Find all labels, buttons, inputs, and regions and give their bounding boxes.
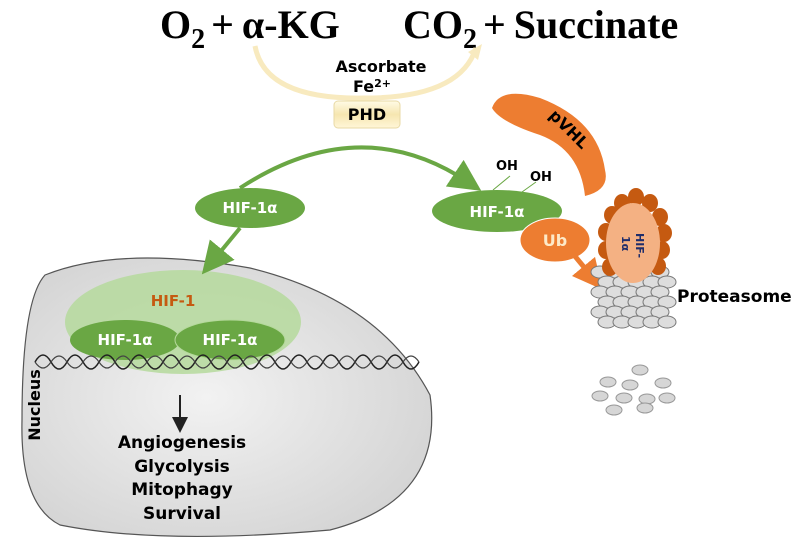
outcomes-list: Angiogenesis Glycolysis Mitophagy Surviv…: [118, 433, 246, 524]
degradation-arrow: [571, 253, 603, 290]
hif1a-in-proteasome: HIF- 1α: [598, 188, 672, 283]
peptide-fragment: [615, 392, 633, 404]
peptide-fragment: [621, 379, 639, 391]
degraded-peptides: [591, 364, 676, 416]
oh-bond-2: [521, 181, 537, 193]
peptide-fragment: [636, 402, 654, 414]
outcome-mitophagy: Mitophagy: [131, 480, 233, 500]
hif1a-hydroxylated: [432, 190, 562, 232]
curl: [652, 208, 668, 226]
hif1a-free: [195, 188, 305, 228]
oh-label-2: OH: [530, 170, 552, 185]
hif1-label: HIF-1: [151, 292, 196, 310]
nuclear-translocation-arrow: [201, 226, 242, 275]
dna-strand-2: [34, 355, 420, 369]
reaction-substrates: O2+α-KG: [160, 2, 340, 55]
oh-bond-1: [492, 175, 511, 191]
iron-label: Fe2+: [353, 77, 391, 96]
peptide-fragment: [654, 377, 672, 389]
ascorbate-label: Ascorbate: [335, 57, 426, 76]
peptide-fragment: [605, 404, 623, 416]
reaction-arc-arrowhead: [468, 44, 482, 60]
outcome-glycolysis: Glycolysis: [134, 457, 230, 477]
pvhl-shape: [492, 93, 606, 196]
peptide-fragment: [599, 376, 617, 388]
hif1a-subunit-2: [174, 319, 286, 361]
hif1a-free-label: HIF-1α: [223, 199, 278, 217]
proteasome-substrate-label-1: HIF-: [633, 233, 646, 258]
curl: [656, 224, 672, 242]
outcome-survival: Survival: [143, 504, 221, 524]
hydroxylation-arrow: [238, 145, 482, 191]
curl: [628, 188, 644, 206]
proteasome-substrate-label-2: 1α: [619, 236, 632, 252]
oh-label-1: OH: [496, 159, 518, 174]
hif1a-subunit-2-label: HIF-1α: [203, 331, 258, 349]
hif1a-subunit-1-label: HIF-1α: [98, 331, 153, 349]
hif1-complex: [65, 270, 301, 374]
reaction-products: CO2+Succinate: [403, 2, 678, 55]
phd-box: [333, 100, 401, 129]
proteasome-subunit: [657, 315, 677, 329]
peptide-fragment: [658, 392, 676, 404]
proteasome-label: Proteasome: [677, 287, 792, 307]
hif1a-subunit-1: [70, 320, 180, 360]
peptide-fragment: [591, 390, 609, 402]
curl: [642, 194, 658, 212]
hif1a-hydroxylated-label: HIF-1α: [470, 203, 525, 221]
peptide-fragment: [631, 364, 649, 376]
ubiquitin-label: Ub: [543, 231, 567, 250]
reaction-arc: [252, 45, 479, 101]
peptide-fragment: [638, 393, 656, 405]
nucleus-label: Nucleus: [25, 369, 44, 441]
ubiquitin: [519, 217, 591, 263]
phd-label: PHD: [348, 105, 386, 124]
outcome-angiogenesis: Angiogenesis: [118, 433, 246, 453]
